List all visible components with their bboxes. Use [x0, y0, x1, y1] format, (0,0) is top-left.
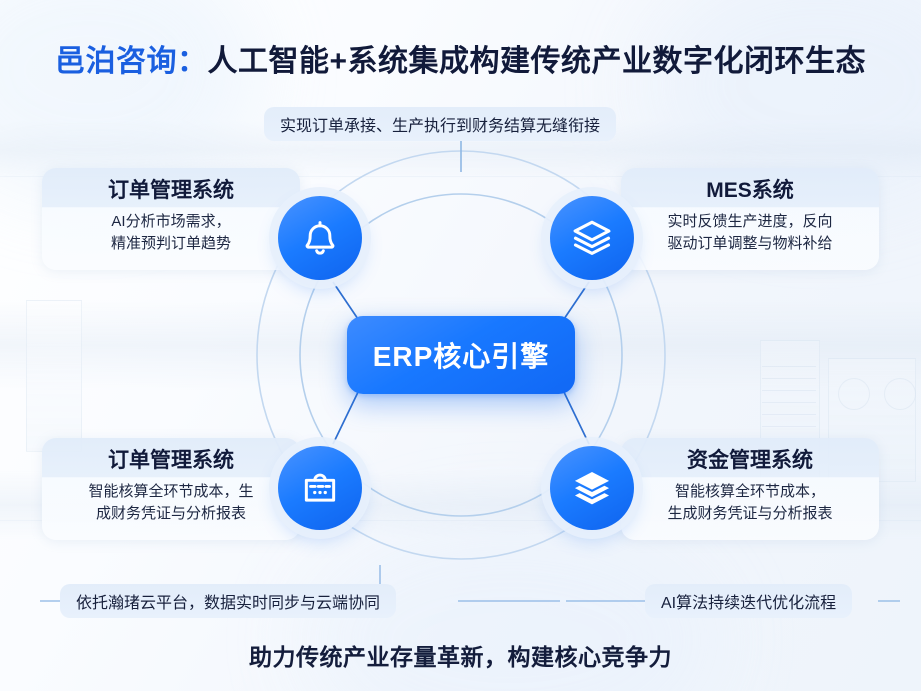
node-order-management-bottom[interactable] — [278, 446, 362, 530]
node-mes-system[interactable] — [550, 196, 634, 280]
bell-icon — [299, 217, 341, 259]
card-order-management-bottom[interactable]: 订单管理系统 智能核算全环节成本，生 成财务凭证与分析报表 — [42, 438, 300, 540]
card-title: 订单管理系统 — [108, 449, 234, 472]
erp-core-node[interactable]: ERP核心引擎 — [347, 316, 575, 394]
card-title: MES系统 — [706, 179, 794, 202]
node-order-management-top[interactable] — [278, 196, 362, 280]
layers-solid-icon — [570, 466, 614, 510]
erp-core-label: ERP核心引擎 — [372, 341, 550, 372]
spoke-core-to-bottom-left — [332, 387, 361, 445]
card-order-management-top[interactable]: 订单管理系统 AI分析市场需求， 精准预判订单趋势 — [42, 168, 300, 270]
footer-slogan: 助力传统产业存量革新，构建核心竞争力 — [249, 644, 672, 670]
card-description: 实时反馈生产进度，反向 驱动订单调整与物料补给 — [667, 213, 833, 253]
pill-bottom-right-annotation[interactable]: AI算法持续迭代优化流程 — [645, 584, 853, 618]
card-title: 订单管理系统 — [108, 179, 234, 202]
page-title: 邑泊咨询：人工智能+系统集成构建传统产业数字化闭环生态 — [0, 36, 921, 80]
layers-outline-icon — [570, 216, 614, 260]
card-description: AI分析市场需求， 精准预判订单趋势 — [110, 213, 231, 253]
spoke-core-to-bottom-right — [561, 387, 590, 445]
pill-bottom-left-annotation[interactable]: 依托瀚琽云平台，数据实时同步与云端协同 — [60, 584, 397, 618]
spoke-core-to-top-left — [332, 281, 361, 323]
inner-ring — [299, 193, 623, 517]
node-fund-management[interactable] — [550, 446, 634, 530]
spoke-core-to-top-right — [561, 281, 590, 323]
card-description: 智能核算全环节成本，生 成财务凭证与分析报表 — [88, 483, 254, 523]
card-description: 智能核算全环节成本， 生成财务凭证与分析报表 — [667, 483, 833, 523]
page-title-brand: 邑泊咨询： — [54, 45, 208, 78]
page-title-rest: 人工智能+系统集成构建传统产业数字化闭环生态 — [207, 45, 867, 78]
card-fund-management[interactable]: 资金管理系统 智能核算全环节成本， 生成财务凭证与分析报表 — [621, 438, 879, 540]
card-title: 资金管理系统 — [687, 449, 813, 472]
briefcase-icon — [299, 467, 341, 509]
pill-top-annotation[interactable]: 实现订单承接、生产执行到财务结算无缝衔接 — [264, 107, 617, 141]
card-mes-system[interactable]: MES系统 实时反馈生产进度，反向 驱动订单调整与物料补给 — [621, 168, 879, 270]
